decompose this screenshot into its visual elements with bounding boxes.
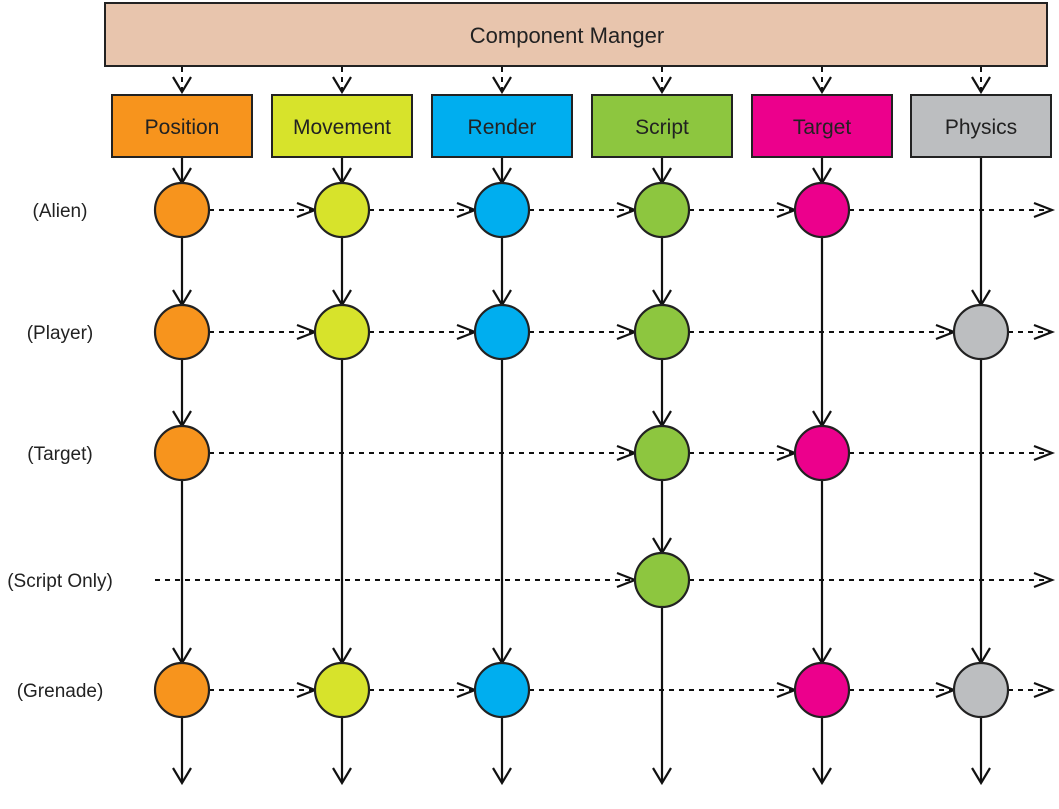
node-player-movement [313,303,371,361]
node-alien-target [793,181,851,239]
row-arrowhead-script-only [1033,571,1056,589]
manager-group: Component Manger [104,2,1048,67]
component-box-movement [271,94,413,158]
node-grenade-render [473,661,531,719]
node-grenade-position [153,661,211,719]
node-alien-render [473,181,531,239]
entity-label-script-only: (Script Only) [7,571,113,592]
node-player-render [473,303,531,361]
node-target-target [793,424,851,482]
node-grenade-movement [313,661,371,719]
manager-link-arrowhead-physics [971,76,991,95]
entity-label-player: (Player) [27,323,94,344]
column-arrowhead-render [492,767,512,786]
connectors [155,67,1056,786]
node-player-script [633,303,691,361]
component-label-movement: Movement [293,116,391,139]
node-script-only-script [633,551,691,609]
manager-link-arrowhead-movement [332,76,352,95]
component-box-position [111,94,253,158]
manager-link-arrowhead-render [492,76,512,95]
component-label-physics: Physics [945,116,1017,139]
node-alien-script [633,181,691,239]
manager-link-arrowhead-script [652,76,672,95]
node-grenade-target [793,661,851,719]
node-grenade-physics [952,661,1010,719]
column-arrowhead-movement [332,767,352,786]
component-box-target [751,94,893,158]
row-arrowhead-grenade [1033,681,1056,699]
component-box-render [431,94,573,158]
node-target-position [153,424,211,482]
node-player-position [153,303,211,361]
row-arrowhead-grenade [935,681,958,699]
node-alien-position [153,181,211,239]
row-arrowhead-player [935,323,958,341]
entity-labels: (Alien) (Player) (Target) (Script Only) (Gre… [7,201,113,702]
component-label-target: Target [793,116,852,139]
row-arrowhead-target [1033,444,1056,462]
entity-label-alien: (Alien) [33,201,88,222]
component-label-render: Render [468,116,537,139]
entity-label-target: (Target) [27,444,92,465]
node-target-script [633,424,691,482]
column-arrowhead-target [812,767,832,786]
component-boxes: Position Movement Render Script Target Physic… [111,94,1052,158]
node-alien-movement [313,181,371,239]
component-manager-box [104,2,1048,67]
entity-label-grenade: (Grenade) [17,681,104,702]
node-player-physics [952,303,1010,361]
component-box-script [591,94,733,158]
column-arrowhead-physics [971,767,991,786]
column-arrowhead-position [172,767,192,786]
component-box-physics [910,94,1052,158]
component-manager-label: Component Manger [470,23,664,48]
component-label-position: Position [145,116,220,139]
entity-nodes [153,181,1010,719]
column-arrowhead-script [652,767,672,786]
row-arrowhead-player [1033,323,1056,341]
manager-link-arrowhead-position [172,76,192,95]
row-arrowhead-alien [1033,201,1056,219]
component-label-script: Script [635,116,689,139]
manager-link-arrowhead-target [812,76,832,95]
